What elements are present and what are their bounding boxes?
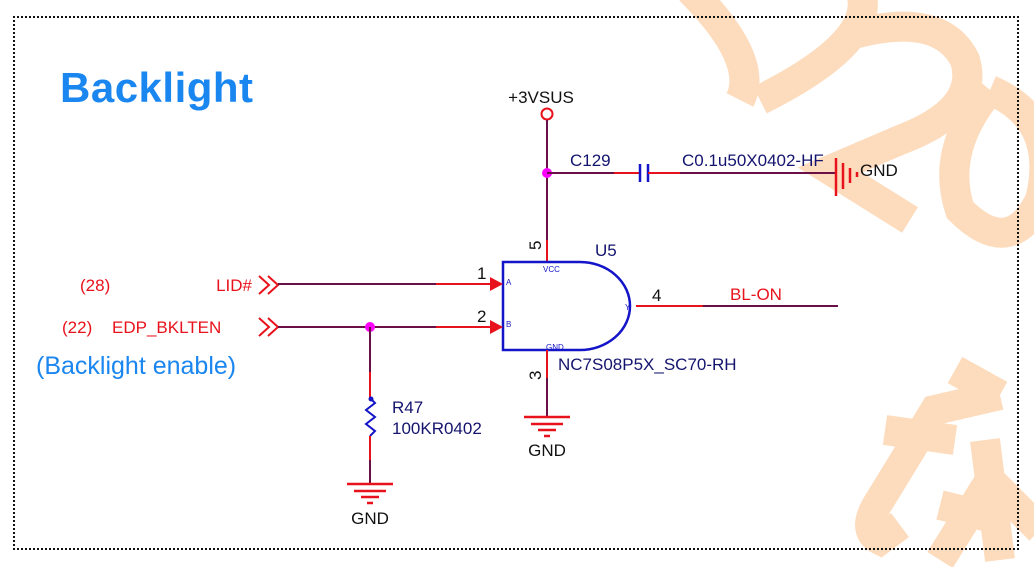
resistor-value: 100KR0402 <box>392 419 482 438</box>
ground-icon <box>347 482 393 505</box>
gate-ref: U5 <box>595 241 617 260</box>
pin-number-2: 2 <box>477 307 486 326</box>
pin-name-gnd: GND <box>546 343 564 352</box>
pin-number-3: 3 <box>526 371 545 380</box>
pin-name-vcc: VCC <box>543 265 560 274</box>
input-page-ref: (22) <box>62 318 92 337</box>
pin-name-a: A <box>506 278 512 287</box>
resistor-icon <box>364 397 377 437</box>
ground-icon <box>524 415 570 438</box>
ground-label: GND <box>351 509 389 528</box>
input-net-label: EDP_BKLTEN <box>112 318 221 337</box>
enable-note: (Backlight enable) <box>36 352 237 380</box>
ground-label: GND <box>528 441 566 460</box>
resistor-pin1-dot <box>368 396 374 402</box>
pin-number-5: 5 <box>526 241 545 250</box>
offpage-connector-icon[interactable] <box>258 275 280 295</box>
pin-name-y: Y <box>625 303 631 312</box>
capacitor-ref: C129 <box>570 151 611 170</box>
capacitor-value: C0.1u50X0402-HF <box>682 151 824 170</box>
pin-number-1: 1 <box>477 264 486 283</box>
power-net-label: +3VSUS <box>508 88 574 107</box>
gate-part: NC7S08P5X_SC70-RH <box>558 355 737 374</box>
ground-icon <box>834 158 859 196</box>
capacitor-gnd-label: GND <box>860 161 898 180</box>
pin-arrow-icon <box>490 320 503 334</box>
input-page-ref: (28) <box>80 276 110 295</box>
pin-name-b: B <box>506 320 511 329</box>
sheet-title: Backlight <box>60 64 254 111</box>
resistor-ref: R47 <box>392 398 423 417</box>
input-net-label: LID# <box>216 276 252 295</box>
offpage-connector-icon[interactable] <box>258 317 280 337</box>
pin-arrow-icon <box>490 277 503 291</box>
and-gate-body <box>501 260 632 352</box>
power-port-icon <box>540 107 554 121</box>
pin-number-4: 4 <box>652 286 661 305</box>
output-net-label: BL-ON <box>730 285 782 304</box>
